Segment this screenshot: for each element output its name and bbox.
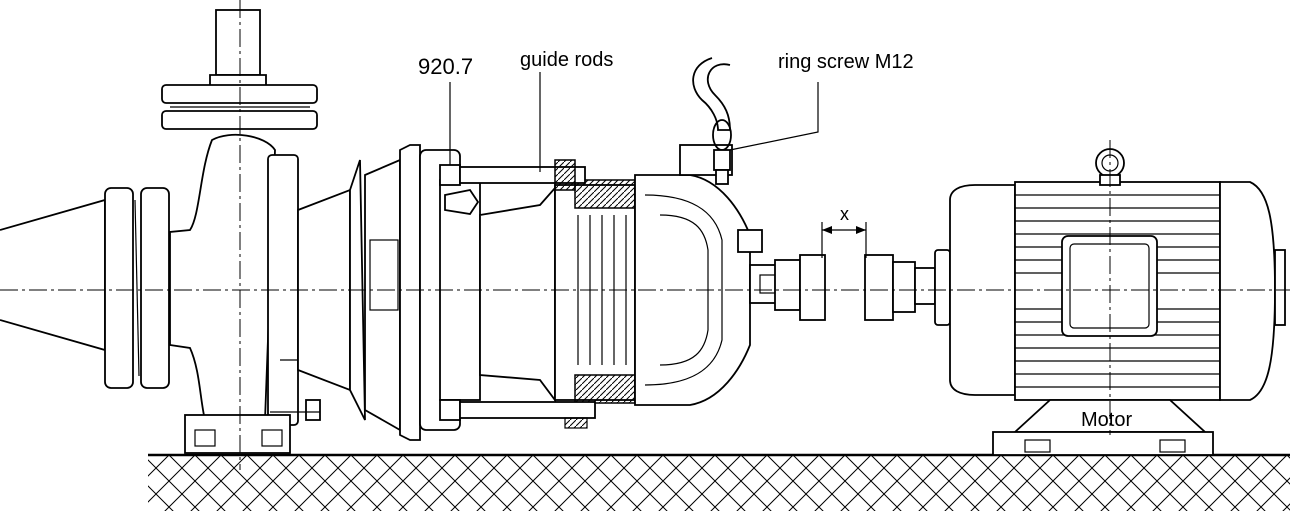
- bearing-bracket: [297, 144, 481, 441]
- guide-rods-label: guide rods: [520, 49, 613, 71]
- gap-dimension: [821, 222, 867, 258]
- leader-lines: [449, 72, 819, 172]
- motor: [934, 148, 1286, 456]
- foundation: [148, 453, 1290, 511]
- lifting-hook: [692, 57, 732, 185]
- gap-label: x: [840, 204, 849, 224]
- shaft-coupling: [774, 254, 936, 321]
- guide-rods: [439, 159, 596, 429]
- suction-pipe: [0, 187, 170, 389]
- part-number-label: 920.7: [418, 54, 473, 79]
- motor-label: Motor: [1081, 409, 1132, 431]
- ring-screw-label: ring screw M12: [778, 51, 914, 73]
- center-lines: [0, 0, 1290, 470]
